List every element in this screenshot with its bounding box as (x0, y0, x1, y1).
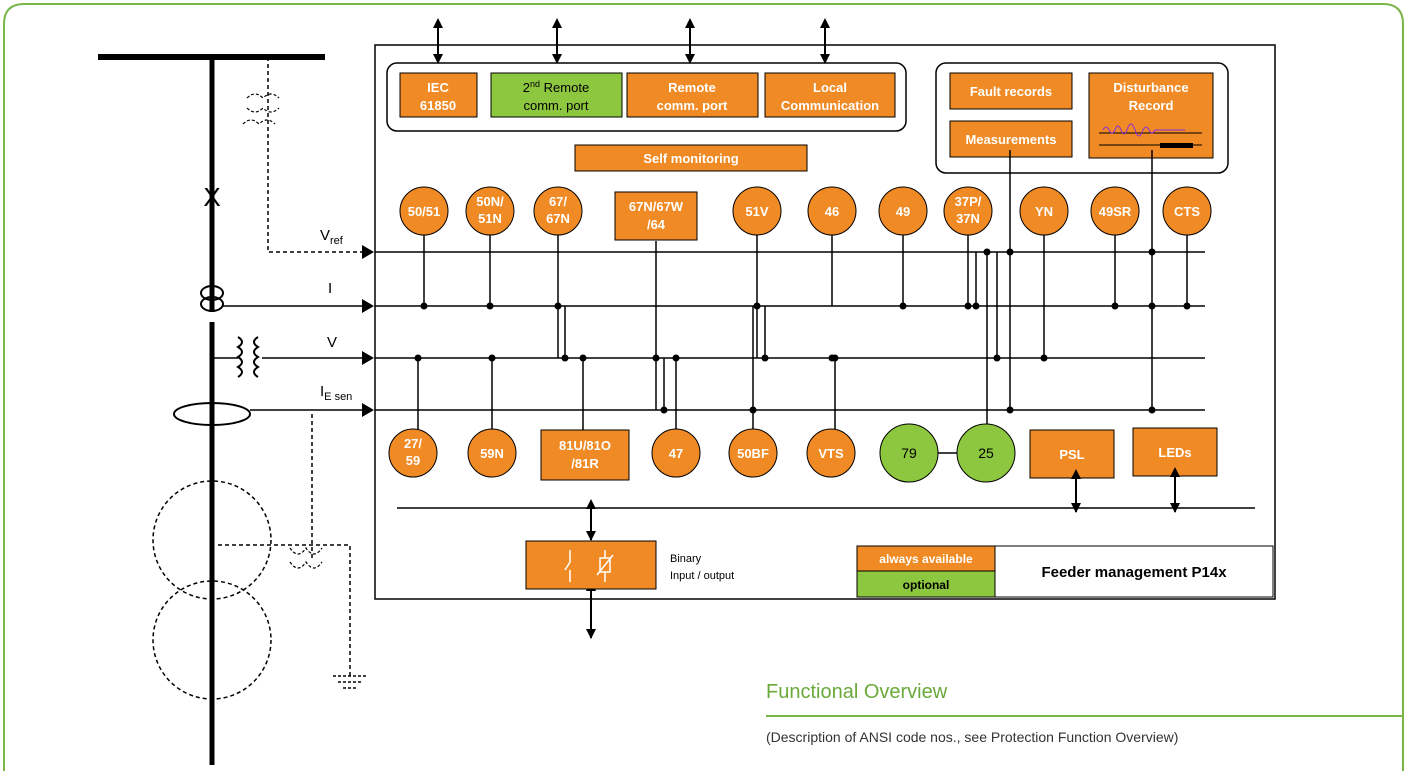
single-line-diagram (98, 54, 367, 765)
bus-connectors (417, 150, 1188, 430)
second-remote-label: 2nd Remote (523, 79, 589, 95)
fn-59n[interactable]: 59N (467, 428, 517, 478)
svg-text:VTS: VTS (818, 446, 844, 461)
svg-text:/81R: /81R (571, 456, 599, 471)
svg-text:46: 46 (825, 204, 839, 219)
svg-text:Record: Record (1129, 98, 1174, 113)
fn-79[interactable]: 79 (879, 423, 939, 483)
comm-group (386, 62, 907, 132)
svg-text:PSL: PSL (1059, 447, 1084, 462)
svg-text:Communication: Communication (781, 98, 879, 113)
fn-vts[interactable]: VTS (806, 428, 856, 478)
records-group (935, 62, 1229, 174)
disturbance-record-box[interactable]: Disturbance Record (1088, 72, 1214, 159)
fn-50n-51n[interactable]: 50N/ 51N (465, 186, 515, 236)
svg-text:50BF: 50BF (737, 446, 769, 461)
svg-text:61850: 61850 (420, 98, 456, 113)
i-label: I (328, 280, 332, 297)
product-name: Feeder management P14x (1041, 564, 1227, 581)
legend: always available optional Feeder managem… (856, 545, 1274, 598)
svg-text:IEC: IEC (427, 80, 449, 95)
io-arrows (586, 467, 1180, 639)
svg-text:25: 25 (978, 445, 994, 461)
fn-51v[interactable]: 51V (732, 186, 782, 236)
self-monitoring-box[interactable]: Self monitoring (574, 144, 808, 172)
footer-subtitle: (Description of ANSI code nos., see Prot… (766, 729, 1178, 745)
svg-text:67/: 67/ (549, 194, 567, 209)
fn-81u-81o-81r[interactable]: 81U/81O /81R (540, 429, 630, 481)
psl-box[interactable]: PSL (1029, 429, 1115, 479)
fn-67-67n[interactable]: 67/ 67N (533, 186, 583, 236)
svg-text:comm. port: comm. port (523, 98, 588, 113)
fn-yn[interactable]: YN (1019, 186, 1069, 236)
breaker-label: X (203, 182, 220, 212)
legend-always-label: always available (879, 552, 973, 566)
svg-text:comm. port: comm. port (657, 98, 728, 113)
svg-text:Disturbance: Disturbance (1113, 80, 1188, 95)
input-contact-icon (564, 550, 571, 582)
svg-text:59: 59 (406, 453, 420, 468)
fn-50bf[interactable]: 50BF (728, 428, 778, 478)
svg-text:37N: 37N (956, 211, 980, 226)
bus-lines (375, 251, 1205, 411)
svg-text:81U/81O: 81U/81O (559, 438, 611, 453)
svg-text:51V: 51V (745, 204, 768, 219)
svg-text:49: 49 (896, 204, 910, 219)
fn-37p-37n[interactable]: 37P/ 37N (943, 186, 993, 236)
fn-cts[interactable]: CTS (1162, 186, 1212, 236)
svg-text:50/51: 50/51 (408, 204, 441, 219)
svg-text:LEDs: LEDs (1158, 445, 1191, 460)
iesen-label: IE sen (320, 383, 352, 403)
svg-text:37P/: 37P/ (955, 194, 982, 209)
svg-text:49SR: 49SR (1099, 204, 1132, 219)
input-arrows (362, 245, 374, 417)
iec-61850-port[interactable]: IEC 61850 (399, 72, 478, 118)
svg-text:Remote: Remote (668, 80, 716, 95)
fn-49sr[interactable]: 49SR (1090, 186, 1140, 236)
binary-io-label-2: Input / output (670, 570, 734, 582)
svg-text:27/: 27/ (404, 436, 422, 451)
svg-text:51N: 51N (478, 211, 502, 226)
fn-46[interactable]: 46 (807, 186, 857, 236)
footer-title: Functional Overview (766, 681, 948, 703)
svg-text:Fault records: Fault records (970, 84, 1052, 99)
local-communication-port[interactable]: Local Communication (764, 72, 896, 118)
measurements-box[interactable]: Measurements (949, 120, 1073, 158)
legend-optional-label: optional (903, 578, 950, 592)
fn-47[interactable]: 47 (651, 428, 701, 478)
fn-67n-67w-64[interactable]: 67N/67W /64 (614, 191, 698, 241)
binary-io-label-1: Binary (670, 553, 702, 565)
fn-50-51[interactable]: 50/51 (399, 186, 449, 236)
legend-always-swatch (856, 545, 996, 572)
fault-records-box[interactable]: Fault records (949, 72, 1073, 110)
svg-text:47: 47 (669, 446, 683, 461)
legend-optional-swatch (856, 570, 996, 598)
vref-label: Vref (320, 227, 344, 247)
comm-arrows (433, 18, 830, 64)
leds-box[interactable]: LEDs (1132, 427, 1218, 477)
junction-dots (414, 248, 1191, 414)
svg-text:CTS: CTS (1174, 204, 1200, 219)
svg-text:/64: /64 (647, 217, 666, 232)
svg-text:50N/: 50N/ (476, 194, 504, 209)
svg-text:Measurements: Measurements (965, 132, 1056, 147)
binary-io-block[interactable] (525, 540, 657, 590)
fn-49[interactable]: 49 (878, 186, 928, 236)
svg-text:67N/67W: 67N/67W (629, 199, 684, 214)
svg-text:Local: Local (813, 80, 847, 95)
second-remote-comm-port[interactable]: 2nd Remote comm. port (490, 72, 623, 118)
svg-text:67N: 67N (546, 211, 570, 226)
outer-frame (3, 3, 1404, 771)
v-label: V (327, 334, 337, 351)
fn-27-59[interactable]: 27/ 59 (388, 428, 438, 478)
svg-text:YN: YN (1035, 204, 1053, 219)
fn-25[interactable]: 25 (956, 423, 1016, 483)
svg-text:Self monitoring: Self monitoring (643, 151, 738, 166)
svg-text:59N: 59N (480, 446, 504, 461)
remote-comm-port[interactable]: Remote comm. port (626, 72, 759, 118)
svg-text:79: 79 (901, 445, 917, 461)
